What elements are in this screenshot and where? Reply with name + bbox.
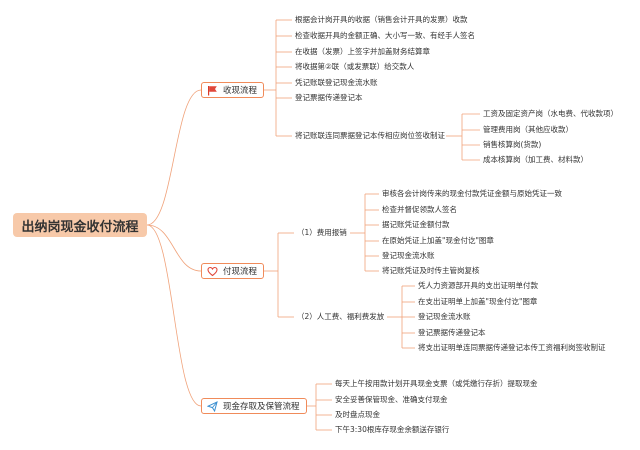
root-to-receive-line <box>146 89 202 226</box>
root-to-store-line <box>146 224 202 407</box>
flag-icon <box>207 85 218 96</box>
pay-expense-item[interactable]: 检查并督促领款人签名 <box>382 205 457 214</box>
pay-group-expense[interactable]: （1）费用报销 <box>297 228 347 237</box>
receive-sub-item[interactable]: 管理费用岗（其他应收款） <box>483 125 573 134</box>
receive-item[interactable]: 检查收据开具的金额正确、大小写一致、有经手人签名 <box>295 31 475 40</box>
receive-sub-item[interactable]: 成本核算岗（加工费、材料款） <box>483 155 588 164</box>
store-item[interactable]: 安全妥善保管现金、准确支付现金 <box>335 395 448 404</box>
store-item[interactable]: 下午3:30根库存现金余额送存银行 <box>335 425 450 434</box>
paper-plane-icon <box>206 400 218 412</box>
receive-item[interactable]: 将收据第②联（或发票联）给交款人 <box>295 62 415 71</box>
receive-item[interactable]: 登记票据传递登记本 <box>295 93 363 102</box>
receive-item[interactable]: 将记账联连同票据登记本传相应岗位签收制证 <box>295 131 445 140</box>
branch-store[interactable]: 现金存取及保管流程 <box>201 398 307 414</box>
pay-expense-item[interactable]: 据记账凭证金额付款 <box>382 220 450 229</box>
branch-pay-label: 付现流程 <box>223 267 258 277</box>
receive-sub-item[interactable]: 销售核算岗(货款) <box>483 140 542 149</box>
pay-expense-item[interactable]: 将记账凭证及时传主管岗复核 <box>382 266 480 275</box>
branch-store-label: 现金存取及保管流程 <box>223 402 300 412</box>
store-item[interactable]: 及时盘点现金 <box>335 410 380 419</box>
branch-pay[interactable]: 付现流程 <box>201 263 265 279</box>
branch-receive-label: 收现流程 <box>223 86 258 96</box>
receive-item[interactable]: 在收据（发票）上签字并加盖财务结算章 <box>295 47 430 56</box>
pay-expense-item[interactable]: 登记现金流水账 <box>382 251 435 260</box>
pay-expense-item[interactable]: 在原始凭证上加盖"现金付讫"图章 <box>382 236 494 245</box>
receive-sub-item[interactable]: 工资及固定资产岗（水电费、代收款项） <box>483 109 618 118</box>
receive-item[interactable]: 根据会计岗开具的收据（销售会计开具的发票）收款 <box>295 15 468 24</box>
root-node[interactable]: 出纳岗现金收付流程 <box>13 213 147 237</box>
pay-wage-item[interactable]: 凭人力资源部开具的支出证明单付款 <box>418 281 538 290</box>
receive-item[interactable]: 凭记账联登记现金流水账 <box>295 78 378 87</box>
pay-wage-item[interactable]: 在支出证明单上加盖"现金付讫"图章 <box>418 297 538 306</box>
pay-wage-item[interactable]: 登记票据传递登记本 <box>418 328 486 337</box>
branch-receive[interactable]: 收现流程 <box>201 82 265 98</box>
pay-expense-item[interactable]: 审核各会计岗传来的现金付款凭证金额与原始凭证一致 <box>382 189 562 198</box>
pay-wage-item[interactable]: 登记现金流水账 <box>418 312 471 321</box>
root-to-pay-line <box>146 224 202 272</box>
heart-icon <box>207 266 218 277</box>
store-item[interactable]: 每天上午按用款计划开具现金支票（或凭缴行存折）提取现金 <box>335 379 538 388</box>
pay-group-wages[interactable]: （2）人工费、福利费发放 <box>297 312 385 321</box>
pay-wage-item[interactable]: 将支出证明单连同票据传递登记本传工资福利岗签收制证 <box>418 343 606 352</box>
